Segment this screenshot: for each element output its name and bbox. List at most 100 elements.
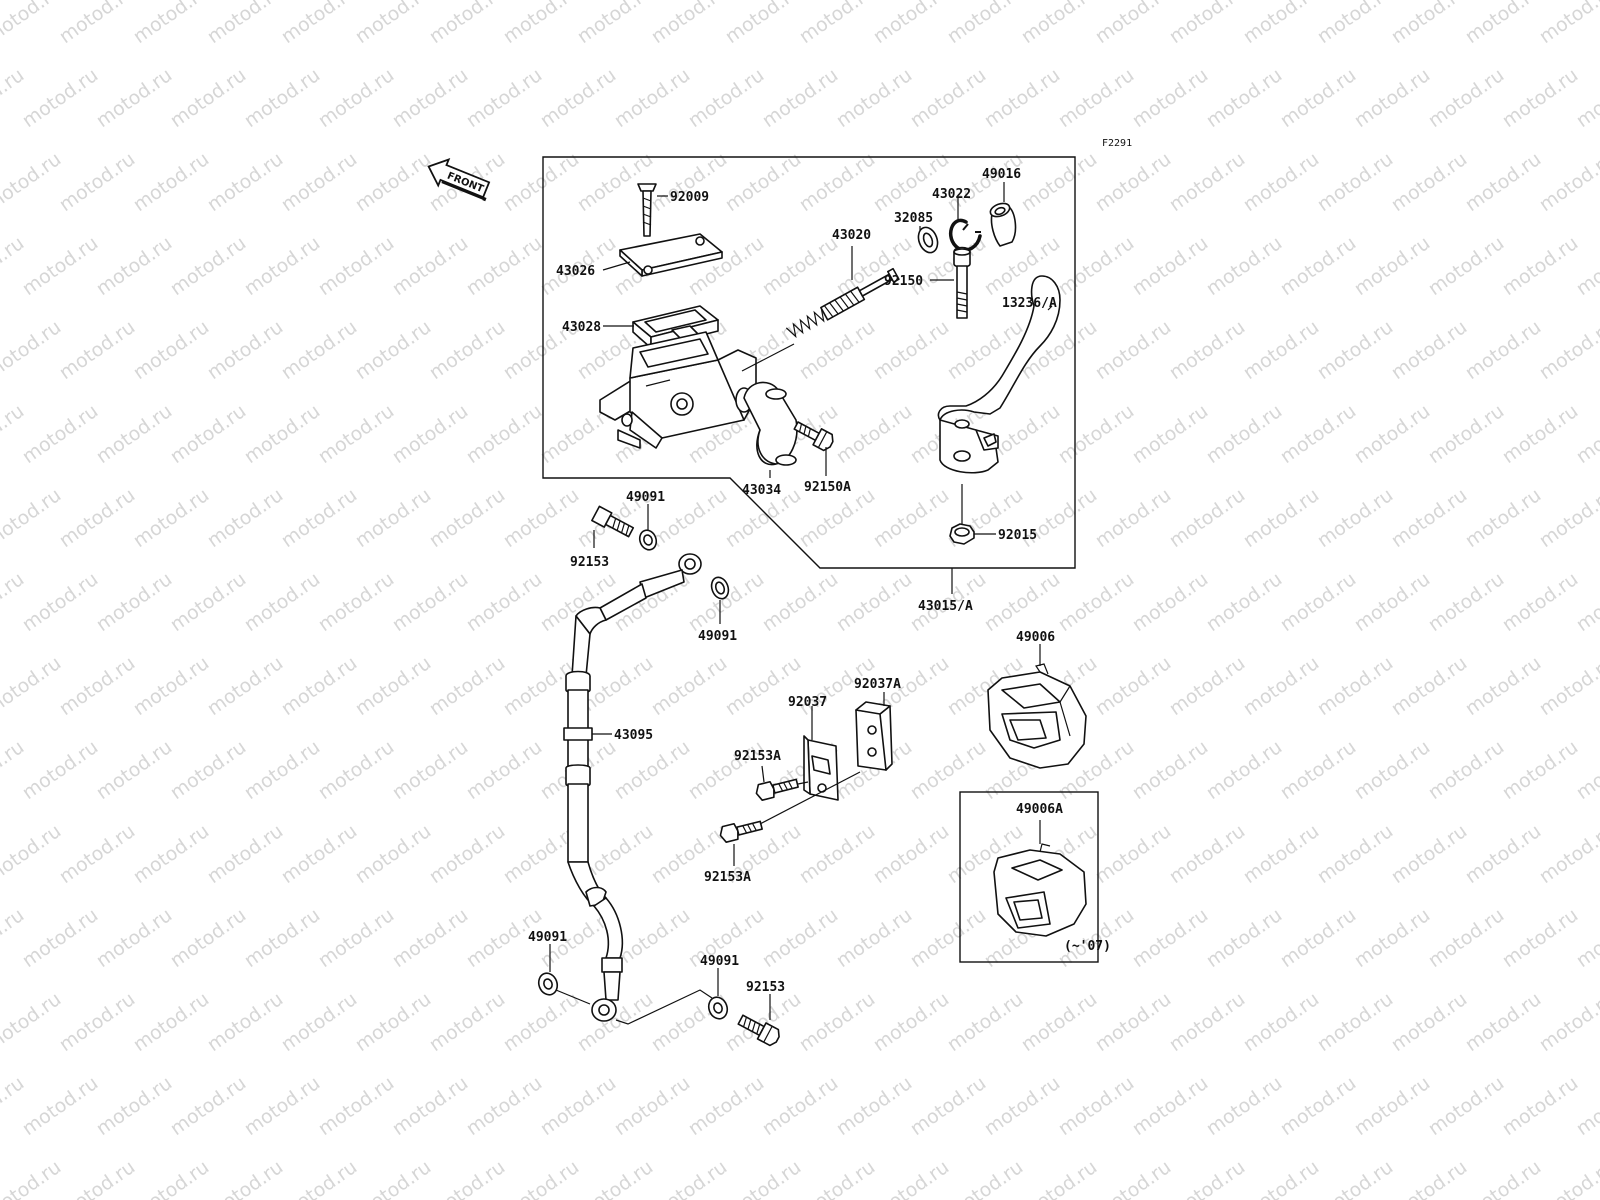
watermark-text: motod.ru xyxy=(314,904,398,972)
watermark-text: motod.ru xyxy=(1350,400,1434,468)
watermark-text: motod.ru xyxy=(1091,820,1175,888)
watermark-text: motod.ru xyxy=(1535,820,1600,888)
watermark-text: motod.ru xyxy=(1387,652,1471,720)
banjo-bolt-92153-bottom-icon xyxy=(737,1014,780,1047)
watermark-text: motod.ru xyxy=(758,232,842,300)
clamp-43034-icon xyxy=(743,381,798,466)
hose-clamp-92037-icon xyxy=(803,735,839,801)
watermark-text: motod.ru xyxy=(906,1072,990,1140)
watermark-text: motod.ru xyxy=(462,400,546,468)
watermark-text: motod.ru xyxy=(1461,316,1545,384)
watermark-text: motod.ru xyxy=(1239,1156,1323,1200)
watermark-text: motod.ru xyxy=(351,484,435,552)
watermark-text: motod.ru xyxy=(277,484,361,552)
watermark-text: motod.ru xyxy=(1239,0,1323,48)
watermark-text: motod.ru xyxy=(1054,64,1138,132)
watermark-text: motod.ru xyxy=(277,820,361,888)
watermark-text: motod.ru xyxy=(1017,148,1101,216)
watermark-text: motod.ru xyxy=(129,316,213,384)
watermark-text: motod.ru xyxy=(166,400,250,468)
watermark-text: motod.ru xyxy=(55,820,139,888)
watermark-text: motod.ru xyxy=(1128,1072,1212,1140)
watermark-text: motod.ru xyxy=(499,1156,583,1200)
watermark-text: motod.ru xyxy=(1165,316,1249,384)
label-49091-c: 49091 xyxy=(528,930,567,945)
watermark-text: motod.ru xyxy=(1239,652,1323,720)
watermark-text: motod.ru xyxy=(1276,736,1360,804)
watermark-text: motod.ru xyxy=(795,988,879,1056)
watermark-text: motod.ru xyxy=(388,568,472,636)
watermark-text: motod.ru xyxy=(1424,736,1508,804)
watermark-text: motod.ru xyxy=(721,1156,805,1200)
watermark-text: motod.ru xyxy=(758,64,842,132)
watermark-text: motod.ru xyxy=(647,652,731,720)
figure-code: F2291 xyxy=(1102,138,1132,149)
watermark-text: motod.ru xyxy=(647,1156,731,1200)
watermark-text: motod.ru xyxy=(351,316,435,384)
watermark-text: motod.ru xyxy=(314,736,398,804)
watermark-text: motod.ru xyxy=(425,988,509,1056)
bolt-92150A-icon xyxy=(793,421,834,452)
watermark-text: motod.ru xyxy=(92,232,176,300)
watermark-text: motod.ru xyxy=(1424,64,1508,132)
watermark-text: motod.ru xyxy=(536,1072,620,1140)
watermark-text: motod.ru xyxy=(203,1156,287,1200)
watermark-text: motod.ru xyxy=(1017,1156,1101,1200)
pivot-bolt-92150-icon xyxy=(953,246,971,319)
watermark-text: motod.ru xyxy=(1239,148,1323,216)
watermark-text: motod.ru xyxy=(869,484,953,552)
watermark-text: motod.ru xyxy=(610,736,694,804)
brake-hose-43095-icon xyxy=(563,553,702,1022)
watermark-text: motod.ru xyxy=(0,148,65,216)
watermark-text: motod.ru xyxy=(1387,148,1471,216)
watermark-text: motod.ru xyxy=(1498,400,1582,468)
watermark-text: motod.ru xyxy=(1387,484,1471,552)
label-92009: 92009 xyxy=(670,190,709,205)
watermark-text: motod.ru xyxy=(684,64,768,132)
watermark-text: motod.ru xyxy=(314,232,398,300)
watermark-text: motod.ru xyxy=(18,904,102,972)
assembly-frame-43015 xyxy=(542,156,1076,569)
nut-92015-icon xyxy=(949,523,975,545)
label-92015: 92015 xyxy=(998,528,1037,543)
watermark-text: motod.ru xyxy=(1387,1156,1471,1200)
watermark-text: motod.ru xyxy=(795,148,879,216)
watermark-text: motod.ru xyxy=(1535,0,1600,48)
watermark-text: motod.ru xyxy=(1387,316,1471,384)
watermark-text: motod.ru xyxy=(1202,400,1286,468)
watermark-text: motod.ru xyxy=(1350,904,1434,972)
watermark-text: motod.ru xyxy=(1424,568,1508,636)
watermark-text: motod.ru xyxy=(203,820,287,888)
label-49006: 49006 xyxy=(1016,630,1055,645)
watermark-text: motod.ru xyxy=(92,568,176,636)
watermark-text: motod.ru xyxy=(980,64,1064,132)
watermark-text: motod.ru xyxy=(1128,232,1212,300)
watermark-text: motod.ru xyxy=(425,652,509,720)
watermark-text: motod.ru xyxy=(129,484,213,552)
watermark-text: motod.ru xyxy=(240,1072,324,1140)
watermark-text: motod.ru xyxy=(388,232,472,300)
watermark-text: motod.ru xyxy=(462,64,546,132)
watermark-text: motod.ru xyxy=(129,820,213,888)
watermark-text: motod.ru xyxy=(1350,64,1434,132)
watermark-text: motod.ru xyxy=(1276,1072,1360,1140)
screw-92009-icon xyxy=(637,183,657,237)
watermark-text: motod.ru xyxy=(18,736,102,804)
watermark-text: motod.ru xyxy=(1202,736,1286,804)
watermark-text: motod.ru xyxy=(18,568,102,636)
watermark-text: motod.ru xyxy=(277,0,361,48)
watermark-text: motod.ru xyxy=(1387,988,1471,1056)
watermark-text: motod.ru xyxy=(869,988,953,1056)
watermark-text: motod.ru xyxy=(18,400,102,468)
watermark-text: motod.ru xyxy=(388,904,472,972)
watermark-text: motod.ru xyxy=(1239,316,1323,384)
watermark-text: motod.ru xyxy=(1054,1072,1138,1140)
watermark-text: motod.ru xyxy=(1461,484,1545,552)
watermark-text: motod.ru xyxy=(1165,652,1249,720)
watermark-text: motod.ru xyxy=(18,1072,102,1140)
label-13236A: 13236/A xyxy=(1002,296,1057,311)
watermark-text: motod.ru xyxy=(795,0,879,48)
watermark-text: motod.ru xyxy=(314,1072,398,1140)
label-43028: 43028 xyxy=(562,320,601,335)
watermark-text: motod.ru xyxy=(92,1072,176,1140)
